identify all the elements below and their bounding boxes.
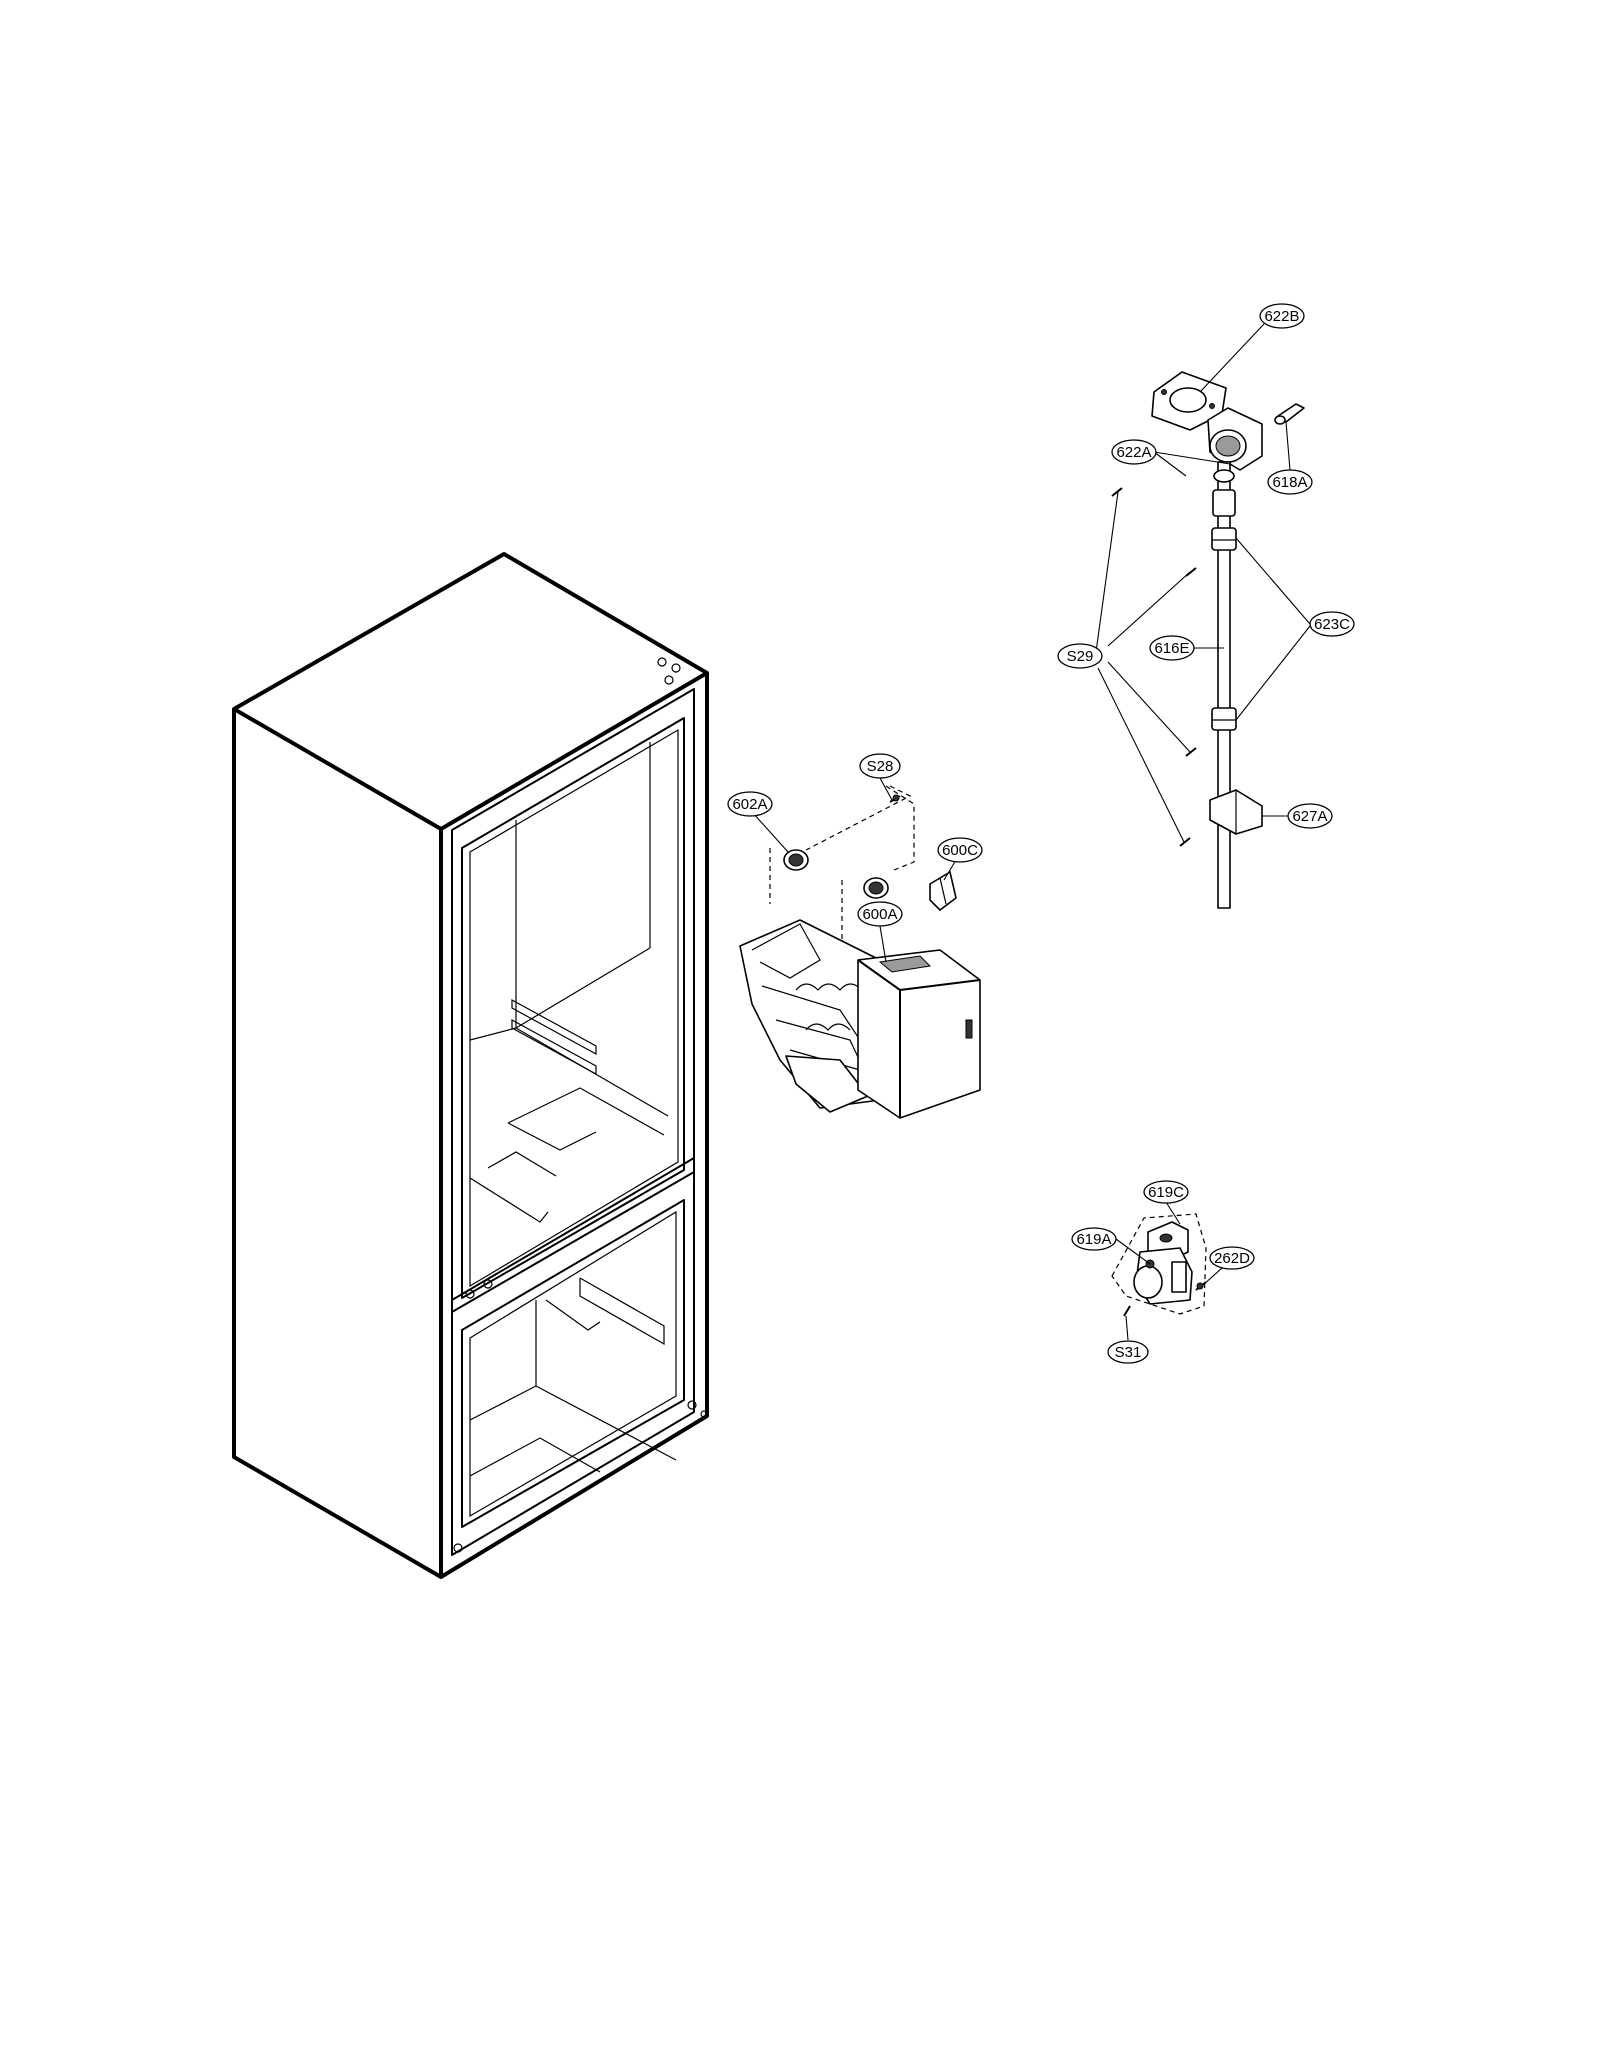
grommet-602a	[783, 849, 889, 899]
label-600a: 600A	[862, 906, 897, 923]
label-s28: S28	[867, 758, 894, 775]
gasket-622b	[1151, 371, 1227, 431]
callout-s29: S29	[1057, 643, 1103, 669]
callout-618a: 618A	[1267, 469, 1313, 495]
clamp-623c	[1211, 527, 1237, 731]
water-valve-assembly	[1111, 1213, 1207, 1317]
label-616e: 616E	[1154, 640, 1189, 657]
label-627a: 627A	[1292, 808, 1327, 825]
leader-lines	[751, 323, 1311, 1341]
label-619c: 619C	[1148, 1184, 1184, 1201]
label-622a: 622A	[1116, 444, 1151, 461]
icemaker-assembly	[739, 785, 981, 1119]
callout-616e: 616E	[1149, 635, 1195, 661]
fitting-622a	[1207, 407, 1263, 471]
callout-619c: 619C	[1143, 1180, 1189, 1204]
callout-s31: S31	[1107, 1340, 1149, 1364]
callout-s28: S28	[859, 753, 901, 779]
label-623c: 623C	[1314, 616, 1350, 633]
label-s31: S31	[1115, 1344, 1142, 1361]
callout-262d: 262D	[1209, 1246, 1255, 1270]
label-s29: S29	[1067, 648, 1094, 665]
callout-619a: 619A	[1071, 1227, 1117, 1251]
callout-627a: 627A	[1287, 803, 1333, 829]
callout-600a: 600A	[857, 901, 903, 927]
screw-s28	[889, 794, 901, 803]
callout-622a: 622A	[1111, 439, 1157, 465]
callout-623c: 623C	[1309, 611, 1355, 637]
callout-622b: 622B	[1259, 303, 1305, 329]
screw-s31	[1123, 1305, 1131, 1317]
clip-627a	[1209, 789, 1263, 835]
water-tube-assembly	[1111, 371, 1305, 909]
label-600c: 600C	[942, 842, 978, 859]
refrigerator-cabinet	[232, 552, 709, 1579]
water-valve-619a	[1133, 1247, 1193, 1305]
label-262d: 262D	[1214, 1250, 1250, 1267]
label-622b: 622B	[1264, 308, 1299, 325]
screw-s29	[1111, 487, 1197, 847]
label-602a: 602A	[732, 796, 767, 813]
callout-602a: 602A	[727, 791, 773, 817]
label-619a: 619A	[1076, 1231, 1111, 1248]
bracket-600c	[929, 871, 957, 911]
callout-600c: 600C	[937, 837, 983, 863]
part-618a	[1274, 403, 1305, 425]
label-618a: 618A	[1272, 474, 1307, 491]
